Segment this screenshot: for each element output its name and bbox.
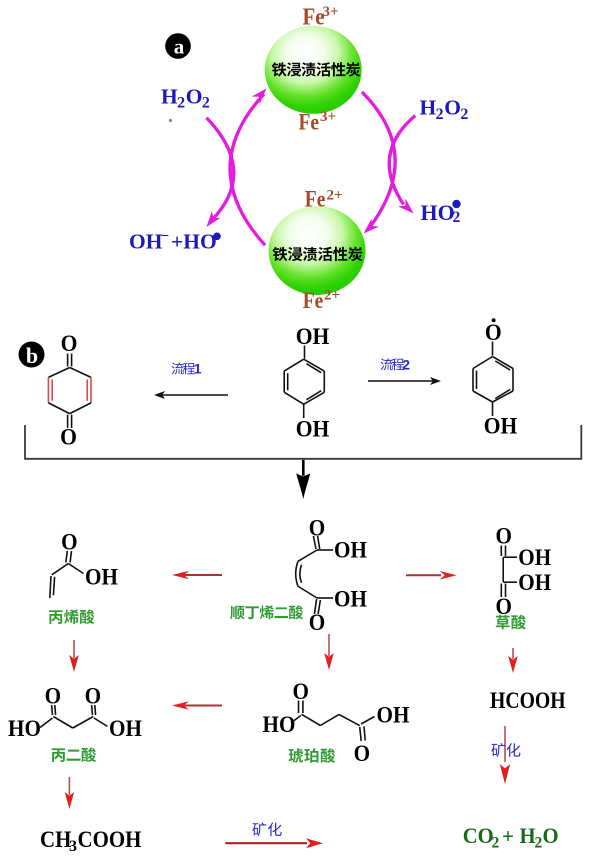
svg-text:a: a: [174, 35, 185, 59]
svg-text:OH: OH: [518, 544, 551, 570]
svg-text:O: O: [309, 609, 325, 635]
svg-text:OH: OH: [296, 323, 330, 349]
svg-text:O: O: [45, 683, 61, 709]
svg-text:O: O: [444, 96, 461, 120]
svg-text:O: O: [186, 84, 203, 108]
svg-text:CO: CO: [463, 823, 494, 848]
svg-text:2: 2: [460, 106, 468, 123]
svg-text:2+: 2+: [324, 288, 340, 304]
svg-text:OH: OH: [129, 229, 163, 253]
svg-text:O: O: [485, 319, 502, 345]
svg-text:O: O: [543, 823, 559, 848]
svg-text:HO: HO: [263, 711, 296, 737]
svg-text:2: 2: [535, 835, 543, 852]
svg-text:Fe: Fe: [303, 288, 324, 314]
svg-text:Fe: Fe: [299, 109, 320, 135]
svg-text:OH: OH: [484, 413, 518, 439]
svg-text:H: H: [520, 823, 536, 848]
svg-text:1: 1: [194, 361, 202, 377]
svg-text:HO: HO: [8, 715, 41, 741]
svg-text:OH: OH: [334, 536, 367, 562]
svg-text:2+: 2+: [327, 188, 343, 204]
svg-text:2: 2: [492, 835, 500, 852]
svg-text:b: b: [26, 343, 38, 368]
svg-text:OH: OH: [85, 563, 118, 589]
svg-text:H: H: [420, 96, 437, 120]
svg-text:H: H: [161, 84, 178, 108]
svg-text:2: 2: [402, 356, 410, 372]
svg-text:O: O: [354, 740, 370, 766]
svg-text:3+: 3+: [323, 4, 339, 20]
svg-text:O: O: [309, 515, 325, 541]
svg-text:OH: OH: [377, 702, 410, 728]
svg-text:OH: OH: [109, 715, 142, 741]
svg-text:O: O: [495, 593, 511, 619]
svg-text:HCOOH: HCOOH: [490, 687, 566, 713]
svg-text:OH: OH: [296, 416, 330, 442]
svg-text:CH: CH: [40, 826, 71, 852]
svg-text:2: 2: [202, 95, 210, 112]
svg-text:O: O: [495, 523, 511, 549]
svg-text:O: O: [61, 330, 78, 356]
svg-text:COOH: COOH: [78, 826, 142, 852]
svg-text:+: +: [502, 824, 514, 848]
svg-text:2: 2: [453, 209, 461, 226]
svg-text:O: O: [292, 678, 308, 704]
svg-text:2: 2: [436, 106, 444, 123]
svg-text:2: 2: [177, 95, 185, 112]
svg-text:−: −: [161, 229, 170, 245]
svg-text:3+: 3+: [320, 109, 336, 125]
svg-text:HO: HO: [421, 200, 455, 225]
svg-text:+HO: +HO: [171, 229, 217, 253]
svg-text:OH: OH: [518, 569, 551, 595]
svg-text:O: O: [60, 424, 77, 450]
svg-text:Fe: Fe: [303, 3, 325, 30]
svg-text:OH: OH: [334, 585, 367, 611]
svg-text:3: 3: [69, 838, 77, 855]
svg-text:O: O: [61, 528, 77, 554]
svg-text:O: O: [85, 683, 101, 709]
svg-text:Fe: Fe: [305, 186, 326, 212]
